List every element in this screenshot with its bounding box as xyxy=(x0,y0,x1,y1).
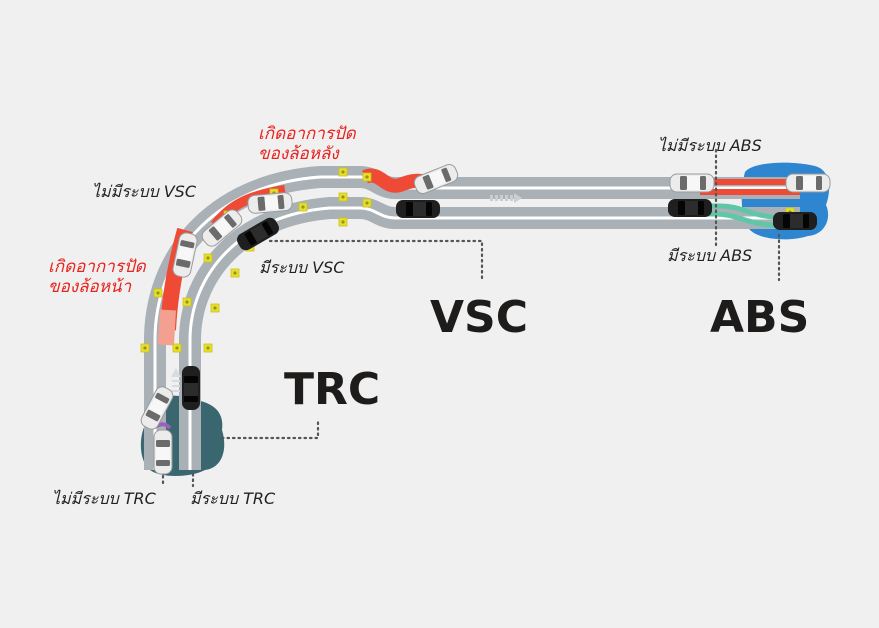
front-skid-warning-line1: เกิดอาการปัด xyxy=(48,257,146,277)
rear-skid-warning: เกิดอาการปัด ของล้อหลัง xyxy=(258,124,356,165)
vsc-title: VSC xyxy=(430,292,529,343)
abs-without-label: ไม่มีระบบ ABS xyxy=(658,136,762,155)
trc-with-label: มีระบบ TRC xyxy=(190,489,276,508)
front-skid-trail-fade xyxy=(158,309,176,346)
direction-arrow-icon xyxy=(490,193,522,203)
trc-title: TRC xyxy=(284,364,381,415)
vsc-without-label: ไม่มีระบบ VSC xyxy=(92,182,196,201)
front-skid-warning: เกิดอาการปัด ของล้อหน้า xyxy=(48,257,146,298)
rear-skid-warning-line2: ของล้อหลัง xyxy=(258,144,339,165)
rear-skid-warning-line1: เกิดอาการปัด xyxy=(258,124,356,144)
abs-skid-trail xyxy=(700,179,800,195)
abs-with-label: มีระบบ ABS xyxy=(667,246,753,265)
abs-title: ABS xyxy=(710,292,810,343)
vsc-with-label: มีระบบ VSC xyxy=(259,258,345,277)
front-skid-warning-line2: ของล้อหน้า xyxy=(48,277,132,298)
direction-arrow-up-icon xyxy=(171,368,181,392)
track-with-system xyxy=(179,197,800,470)
trc-without-label: ไม่มีระบบ TRC xyxy=(52,489,156,508)
leader-lines xyxy=(161,148,781,488)
